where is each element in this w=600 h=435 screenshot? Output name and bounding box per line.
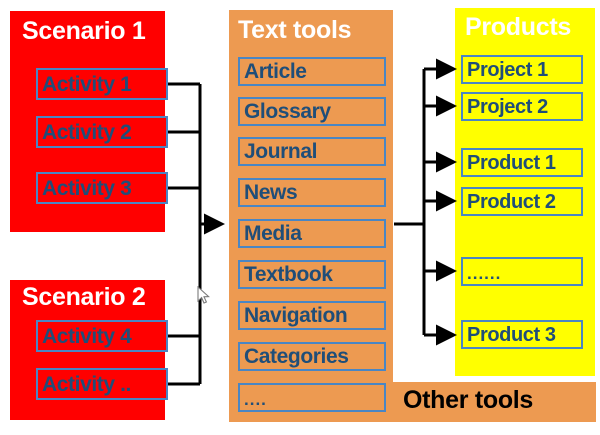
product-product-2-chip[interactable]: Product 2 [461, 187, 583, 216]
text-tool-navigation-chip[interactable]: Navigation [238, 301, 386, 330]
activity-2-chip[interactable]: Activity 2 [36, 116, 168, 148]
text-tool-categories-label: Categories [244, 345, 349, 368]
product-product-2-label: Product 2 [467, 190, 556, 213]
scenario-1-title: Scenario 1 [22, 17, 146, 45]
activity-3-label: Activity 3 [42, 176, 132, 200]
text-tool-more-chip[interactable]: .... [238, 383, 386, 412]
product-product-3-chip[interactable]: Product 3 [461, 320, 583, 349]
other-tools-panel [390, 382, 596, 422]
text-tool-journal-chip[interactable]: Journal [238, 137, 386, 166]
text-tool-article-label: Article [244, 60, 307, 83]
product-more-label: ...... [467, 264, 502, 283]
product-project-2-label: Project 2 [467, 95, 548, 118]
activity-2-label: Activity 2 [42, 120, 132, 144]
activity-5-chip[interactable]: Activity .. [36, 368, 168, 400]
product-arrows [424, 58, 457, 346]
product-project-2-chip[interactable]: Project 2 [461, 92, 583, 121]
text-tool-news-chip[interactable]: News [238, 178, 386, 207]
activity-3-chip[interactable]: Activity 3 [36, 172, 168, 204]
text-tool-journal-label: Journal [244, 140, 318, 163]
activity-4-label: Activity 4 [42, 324, 132, 348]
mouse-pointer-icon [197, 286, 210, 304]
product-project-1-chip[interactable]: Project 1 [461, 55, 583, 84]
text-tool-glossary-label: Glossary [244, 100, 331, 123]
products-title: Products [465, 13, 571, 41]
product-product-1-chip[interactable]: Product 1 [461, 148, 583, 177]
text-tools-title: Text tools [238, 16, 352, 44]
scenario-to-tools-connector [168, 82, 202, 386]
text-tool-article-chip[interactable]: Article [238, 57, 386, 86]
text-tool-media-label: Media [244, 222, 302, 245]
activity-5-label: Activity .. [42, 372, 131, 396]
text-tool-textbook-label: Textbook [244, 263, 333, 286]
activity-1-label: Activity 1 [42, 72, 132, 96]
scenario-2-title: Scenario 2 [22, 283, 146, 311]
text-tool-news-label: News [244, 181, 298, 204]
product-product-3-label: Product 3 [467, 323, 556, 346]
text-tool-textbook-chip[interactable]: Textbook [238, 260, 386, 289]
product-project-1-label: Project 1 [467, 58, 548, 81]
text-tool-categories-chip[interactable]: Categories [238, 342, 386, 371]
text-tool-navigation-label: Navigation [244, 304, 348, 327]
activity-4-chip[interactable]: Activity 4 [36, 320, 168, 352]
text-tool-media-chip[interactable]: Media [238, 219, 386, 248]
other-tools-title: Other tools [403, 386, 534, 414]
text-tool-glossary-chip[interactable]: Glossary [238, 97, 386, 126]
activity-1-chip[interactable]: Activity 1 [36, 68, 168, 100]
product-more-chip[interactable]: ...... [461, 257, 583, 286]
product-product-1-label: Product 1 [467, 151, 556, 174]
text-tool-more-label: .... [244, 390, 267, 409]
